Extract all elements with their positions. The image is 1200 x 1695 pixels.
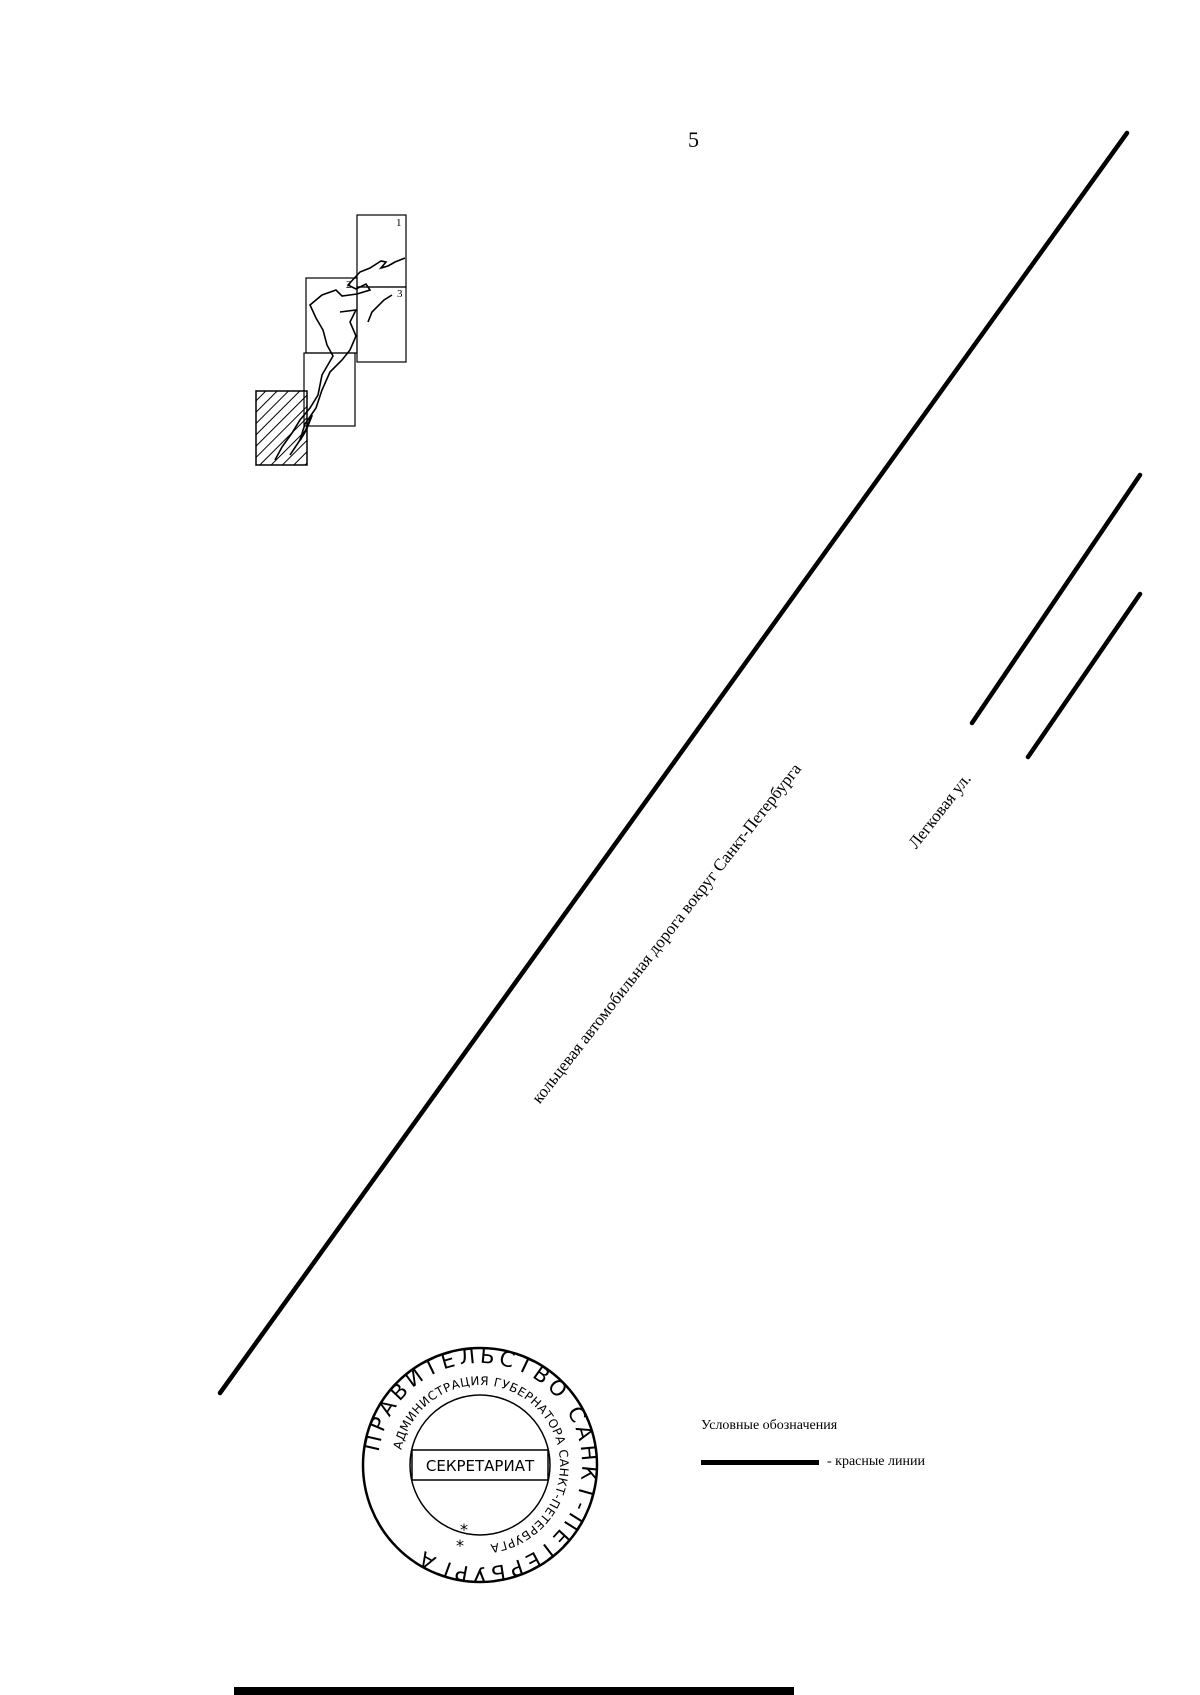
seal-center-text: СЕКРЕТАРИАТ [426, 1457, 535, 1475]
legend: Условные обозначения - красные линии [701, 1418, 1001, 1470]
coastline-outline [274, 257, 406, 461]
legend-line-swatch [701, 1459, 819, 1465]
coastline-outline-2 [289, 294, 393, 456]
legend-item-red-lines: - красные линии [701, 1454, 1001, 1470]
scan-edge-bar [234, 1687, 794, 1695]
red-line-street-west [969, 472, 1143, 726]
legend-item-label: - красные линии [827, 1454, 925, 1469]
svg-text:*: * [460, 1520, 468, 1539]
index-sheet-number-3: 3 [397, 288, 403, 300]
red-line-street-east [1025, 591, 1143, 760]
index-sheet-number-1: 1 [396, 217, 402, 229]
official-seal: ПРАВИТЕЛЬСТВО САНКТ-ПЕТЕРБУРГА АДМИНИСТР… [360, 1345, 599, 1585]
index-road-line [299, 414, 314, 441]
legend-title: Условные обозначения [701, 1418, 838, 1433]
index-map [255, 214, 407, 466]
svg-text:*: * [456, 1536, 464, 1555]
index-sheet-4 [303, 352, 356, 427]
red-line-ring-road [217, 130, 1130, 1396]
index-sheet-number-2: 2 [346, 279, 352, 291]
page-number: 5 [688, 127, 699, 152]
index-sheet-5-current [255, 390, 308, 466]
